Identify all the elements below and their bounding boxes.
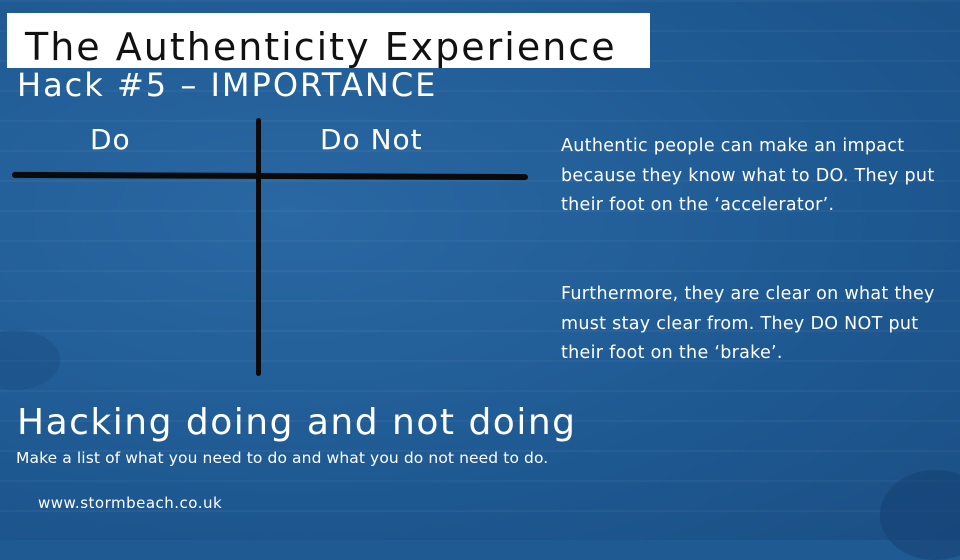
- do-column-label: Do: [90, 123, 131, 156]
- explanation-paragraph-1: Authentic people can make an impact beca…: [561, 136, 935, 215]
- chalkboard-background: [0, 0, 960, 540]
- t-chart-vertical-line: [256, 118, 261, 376]
- slide-subtitle: Hack #5 – IMPORTANCE: [17, 66, 438, 104]
- section-heading: Hacking doing and not doing: [17, 402, 577, 443]
- explanation-paragraph-2: Furthermore, they are clear on what they…: [561, 284, 935, 363]
- title-banner: The Authenticity Experience: [7, 13, 650, 69]
- section-instruction: Make a list of what you need to do and w…: [16, 449, 549, 467]
- slide-title: The Authenticity Experience: [25, 25, 617, 69]
- do-not-column-label: Do Not: [320, 123, 423, 156]
- footer-url: www.stormbeach.co.uk: [38, 494, 223, 512]
